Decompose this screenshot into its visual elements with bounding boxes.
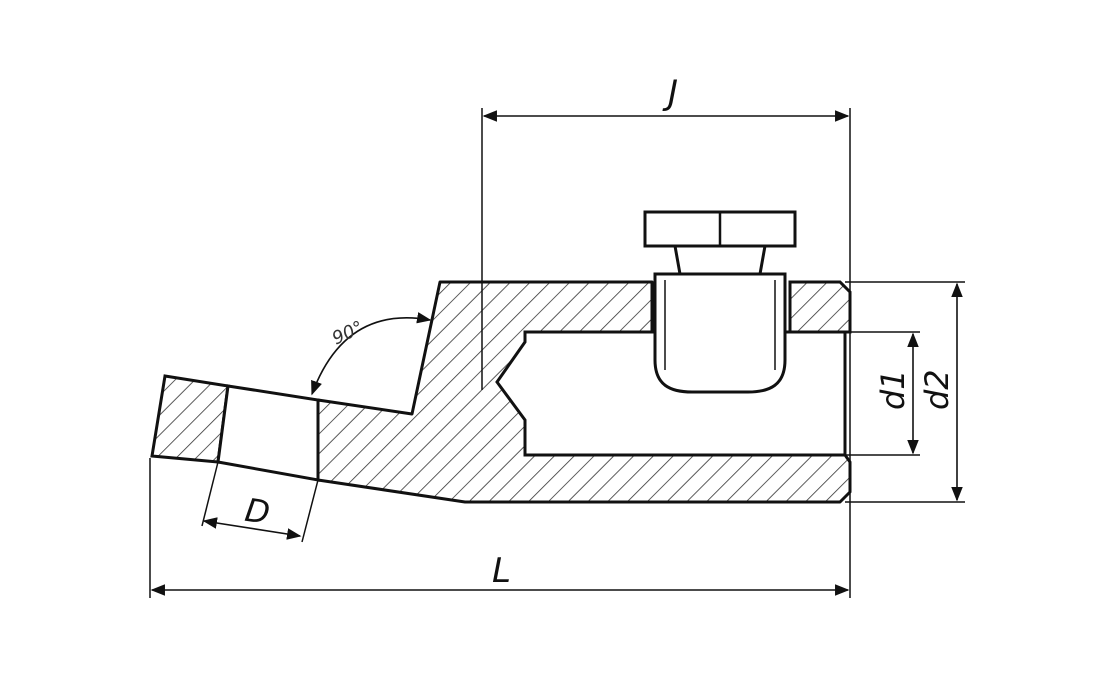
- screw-shank: [653, 272, 787, 394]
- dim-angle-arc: [311, 312, 432, 396]
- dim-line-hole: [202, 517, 302, 540]
- label-angle: 90°: [329, 317, 367, 350]
- palm-end-section: [150, 374, 230, 464]
- label-l: L: [492, 551, 511, 591]
- extension-lines: [149, 108, 965, 598]
- label-d2: d2: [918, 369, 956, 410]
- barrel-right-section: [788, 280, 852, 334]
- label-d1: d1: [874, 369, 912, 410]
- palm-hole: [216, 384, 320, 482]
- screw-neck: [673, 245, 767, 275]
- label-j: J: [662, 73, 678, 113]
- label-d: D: [243, 491, 273, 532]
